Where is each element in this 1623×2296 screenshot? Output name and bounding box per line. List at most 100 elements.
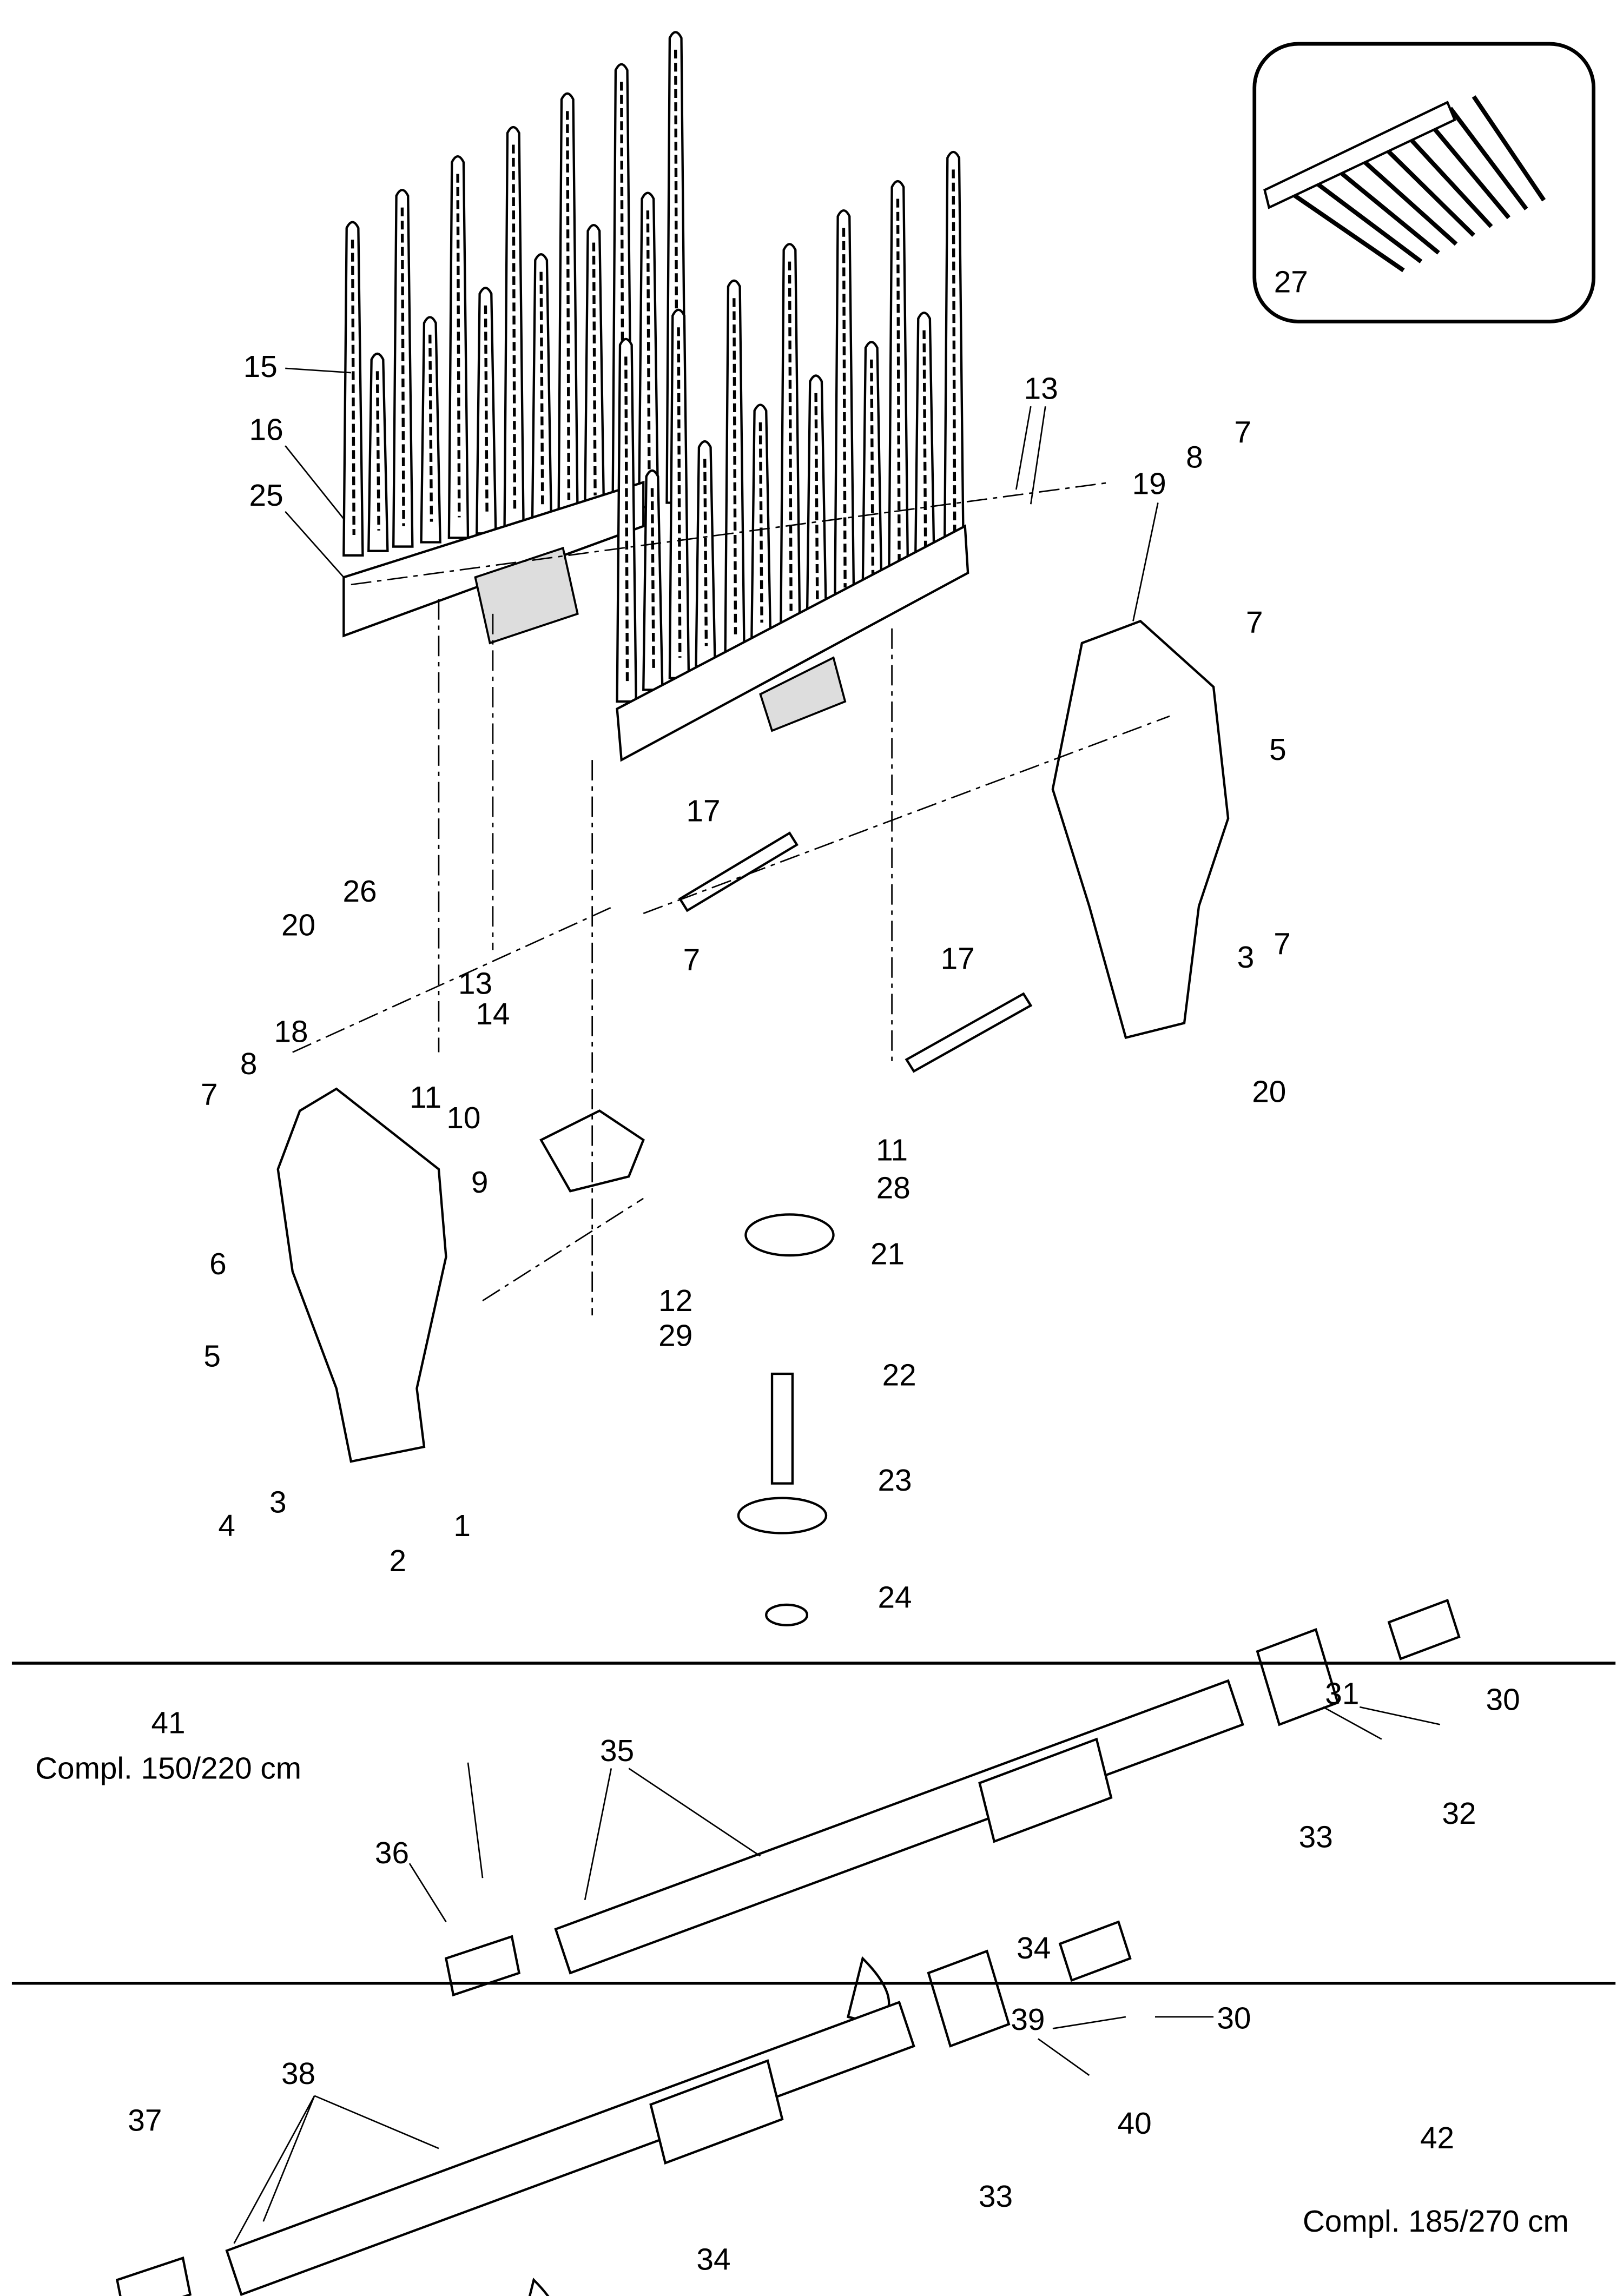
- leader-line: [1038, 2038, 1090, 2076]
- tine: [342, 221, 364, 557]
- part-callout: 13: [458, 967, 492, 1001]
- tine-bar: [616, 524, 969, 762]
- part-callout: 4: [218, 1509, 235, 1543]
- part-callout: 5: [1269, 733, 1286, 767]
- part-callout: 24: [878, 1580, 912, 1615]
- assembly-line: [482, 1197, 644, 1302]
- tine: [447, 155, 470, 539]
- pole-assembly-150-220: [444, 1598, 1461, 2026]
- bearing: [744, 1213, 835, 1257]
- drive-shaft: [678, 831, 799, 912]
- part-callout: 33: [979, 2180, 1013, 2214]
- tine: [695, 440, 716, 668]
- tine: [531, 253, 553, 526]
- gear-housing-right: [1051, 619, 1230, 1040]
- leader-line: [262, 2095, 315, 2222]
- tine: [724, 279, 745, 656]
- tine: [557, 92, 579, 522]
- part-callout: 20: [281, 908, 315, 942]
- parts-drawing: [116, 31, 1546, 2296]
- tine: [583, 224, 605, 518]
- tine: [367, 352, 389, 552]
- part-callout: 3: [269, 1486, 287, 1520]
- leader-line: [285, 511, 345, 578]
- part-callout: 34: [696, 2242, 730, 2277]
- part-callout: 10: [446, 1101, 480, 1135]
- part-callout: 29: [658, 1319, 692, 1353]
- part-callout: 35: [600, 1734, 634, 1768]
- inset-box: [1252, 42, 1596, 323]
- tine: [420, 316, 441, 544]
- tine: [780, 243, 801, 633]
- part-callout: 8: [1186, 441, 1203, 475]
- part-callout: 39: [1011, 2003, 1045, 2037]
- part-callout: 23: [878, 1464, 912, 1498]
- part-callout: 16: [249, 413, 283, 447]
- part-callout: 9: [471, 1166, 489, 1200]
- leader-line: [314, 2095, 439, 2149]
- tine: [637, 191, 659, 508]
- leader-line: [1052, 2016, 1126, 2029]
- part-callout: 31: [1325, 1677, 1359, 1711]
- part-callout: 27: [1274, 265, 1308, 299]
- part-callout: 2: [390, 1544, 407, 1578]
- assembly-caption: Compl. 185/270 cm: [1303, 2205, 1569, 2239]
- leader-line: [285, 445, 345, 520]
- part-callout: 37: [128, 2104, 162, 2138]
- assembly-line: [643, 715, 1170, 915]
- leader-line: [584, 1768, 612, 1900]
- part-callout: 11: [876, 1133, 908, 1167]
- tine: [392, 189, 414, 548]
- leader-line: [1030, 406, 1046, 505]
- part-callout: 34: [1017, 1931, 1051, 1966]
- tine: [943, 150, 965, 563]
- part-callout: 26: [342, 875, 377, 909]
- tine: [476, 287, 497, 535]
- tine: [503, 125, 525, 531]
- assembly-number: 41: [151, 1706, 186, 1741]
- part-callout: 36: [375, 1836, 409, 1870]
- part-callout: 38: [281, 2057, 315, 2091]
- part-callout: 14: [476, 997, 510, 1031]
- part-callout: 11: [410, 1081, 441, 1115]
- part-callout: 33: [1299, 1820, 1333, 1854]
- part-callout: 40: [1118, 2107, 1152, 2141]
- tine-bar-mount: [474, 546, 579, 645]
- part-callout: 20: [1252, 1075, 1286, 1109]
- part-callout: 13: [1024, 372, 1058, 406]
- inset-tine-bar: [1263, 101, 1456, 209]
- bearing: [737, 1497, 828, 1534]
- shaft: [770, 1372, 794, 1485]
- part-callout: 21: [870, 1237, 905, 1271]
- tine: [914, 312, 936, 574]
- part-callout: 7: [683, 943, 701, 977]
- part-callout: 17: [686, 795, 720, 829]
- leader-line: [408, 1863, 447, 1922]
- assembly-line: [292, 905, 615, 1053]
- part-callout: 30: [1217, 2002, 1251, 2036]
- tine: [806, 374, 828, 621]
- leader-line: [1359, 1706, 1441, 1725]
- nut: [765, 1603, 809, 1626]
- tine: [888, 180, 909, 586]
- part-callout: 7: [1246, 606, 1263, 640]
- part-callout: 7: [201, 1078, 218, 1112]
- tine: [861, 341, 883, 598]
- pole-assembly-185-270: [116, 1920, 1132, 2296]
- part-callout: 12: [658, 1284, 692, 1318]
- tine: [642, 469, 664, 691]
- tine-bar: [342, 480, 645, 638]
- leader-line: [467, 1762, 484, 1878]
- tine: [750, 403, 772, 645]
- part-callout: 8: [240, 1047, 258, 1081]
- part-callout: 25: [249, 479, 283, 513]
- leader-line: [285, 367, 351, 374]
- leader-line: [1323, 1706, 1382, 1740]
- part-callout: 32: [1442, 1797, 1476, 1831]
- part-callout: 30: [1486, 1683, 1520, 1717]
- drive-shaft: [905, 992, 1033, 1073]
- leader-line: [1015, 406, 1032, 490]
- part-callout: 1: [453, 1509, 471, 1543]
- part-callout: 7: [1234, 416, 1251, 450]
